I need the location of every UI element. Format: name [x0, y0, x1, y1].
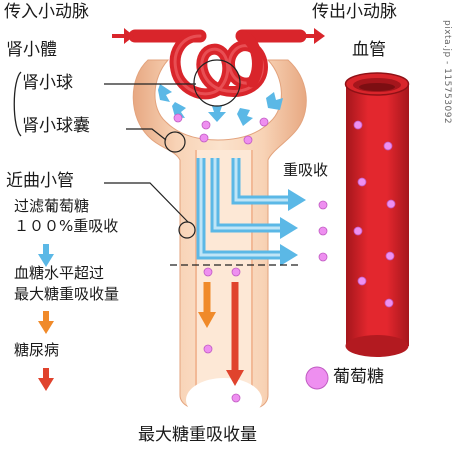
afferent-arrow-icon: [112, 28, 134, 44]
glucose-dots: [173, 113, 328, 403]
efferent-arteriole-label: 传出小动脉: [312, 2, 397, 22]
efferent-arrow-icon: [300, 28, 325, 44]
corpuscle-bracket: [13, 71, 22, 137]
bowman-capsule-label: 肾小球囊: [22, 116, 90, 136]
proximal-tubule-label: 近曲小管: [6, 171, 74, 191]
watermark: pixta.jp - 115753092: [442, 20, 452, 125]
excess-glucose-arrows: [198, 282, 244, 386]
glucose-legend-label: 葡萄糖: [333, 367, 384, 387]
afferent-arteriole-label: 传入小动脉: [4, 2, 89, 22]
reabsorption-label: 重吸收: [283, 161, 329, 179]
bottom-title: 最大糖重吸收量: [138, 425, 257, 445]
renal-corpuscle-label: 肾小體: [6, 40, 57, 60]
vessel-glucose-dots: [353, 120, 396, 308]
glucose-legend-icon: [305, 366, 329, 390]
filtration-arrows: [158, 84, 283, 126]
glomerulus-vessel: [128, 29, 307, 100]
step-2-line1: 血糖水平超过: [14, 264, 105, 282]
step-1-line2: １００%重吸收: [14, 217, 119, 235]
step-2-line2: 最大糖重吸收量: [14, 285, 120, 303]
leader-lines: [104, 59, 241, 239]
filtrate-flow-arrows: [196, 158, 306, 266]
step-3-line1: 糖尿病: [14, 341, 60, 359]
step-arrows: [38, 244, 54, 391]
blood-vessel-label: 血管: [352, 40, 386, 60]
glomerulus-label: 肾小球: [22, 73, 73, 93]
blood-vessel: [344, 72, 410, 357]
step-1-line1: 过滤葡萄糖: [14, 197, 90, 215]
